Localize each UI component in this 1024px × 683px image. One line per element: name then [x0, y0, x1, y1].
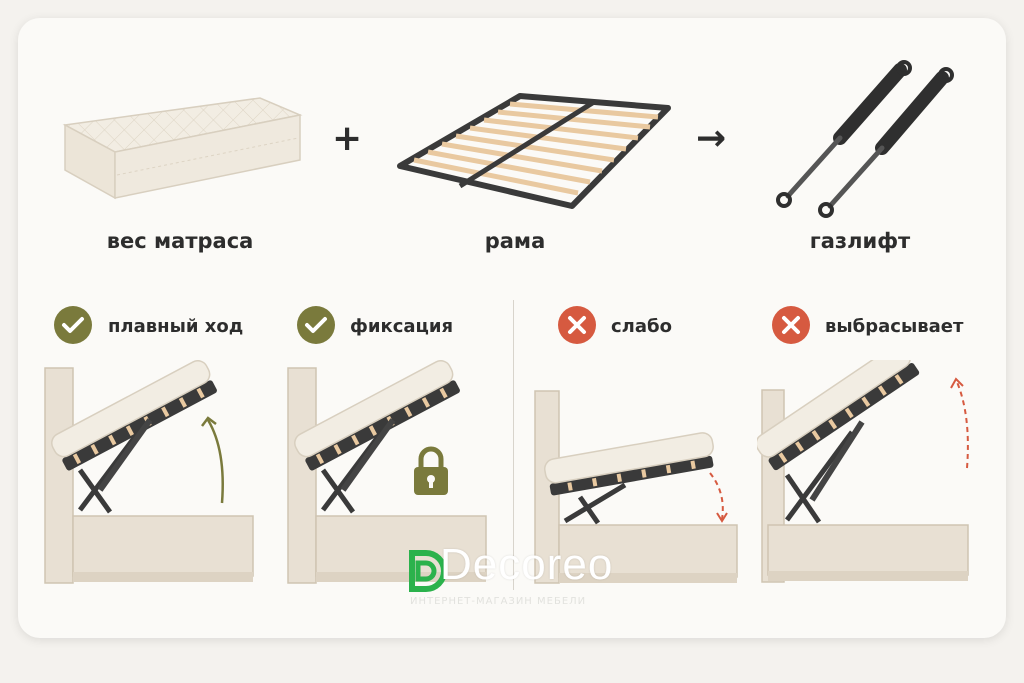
state-label-smooth: плавный ход — [108, 316, 244, 337]
gaslift-label: газлифт — [809, 229, 911, 253]
brand-logo-mark — [409, 550, 447, 592]
check-icon — [54, 306, 92, 344]
plus-symbol: + — [332, 118, 363, 159]
bed-fixation-illustration — [287, 360, 487, 584]
bed-throws-up-illustration — [757, 360, 969, 583]
brand-logo-text: Decoreo — [440, 540, 614, 589]
mattress-illustration — [62, 97, 303, 200]
cross-icon — [558, 306, 596, 344]
state-label-throws-up: выбрасывает — [825, 316, 964, 337]
cross-icon — [772, 306, 810, 344]
arrow-symbol: → — [696, 118, 727, 159]
slatted-frame-illustration — [397, 93, 671, 209]
state-label-fixation: фиксация — [350, 316, 454, 337]
brand-tagline: ИНТЕРНЕТ-МАГАЗИН МЕБЕЛИ — [410, 596, 587, 607]
check-icon — [297, 306, 335, 344]
state-label-weak: слабо — [611, 316, 672, 337]
lock-icon — [414, 446, 448, 495]
mattress-weight-label: вес матраса — [106, 229, 254, 253]
gaslift-illustration — [776, 60, 954, 218]
section-divider — [513, 300, 514, 590]
bed-smooth-illustration — [44, 360, 254, 584]
frame-label: рама — [484, 229, 546, 253]
bed-weak-illustration — [534, 390, 738, 584]
